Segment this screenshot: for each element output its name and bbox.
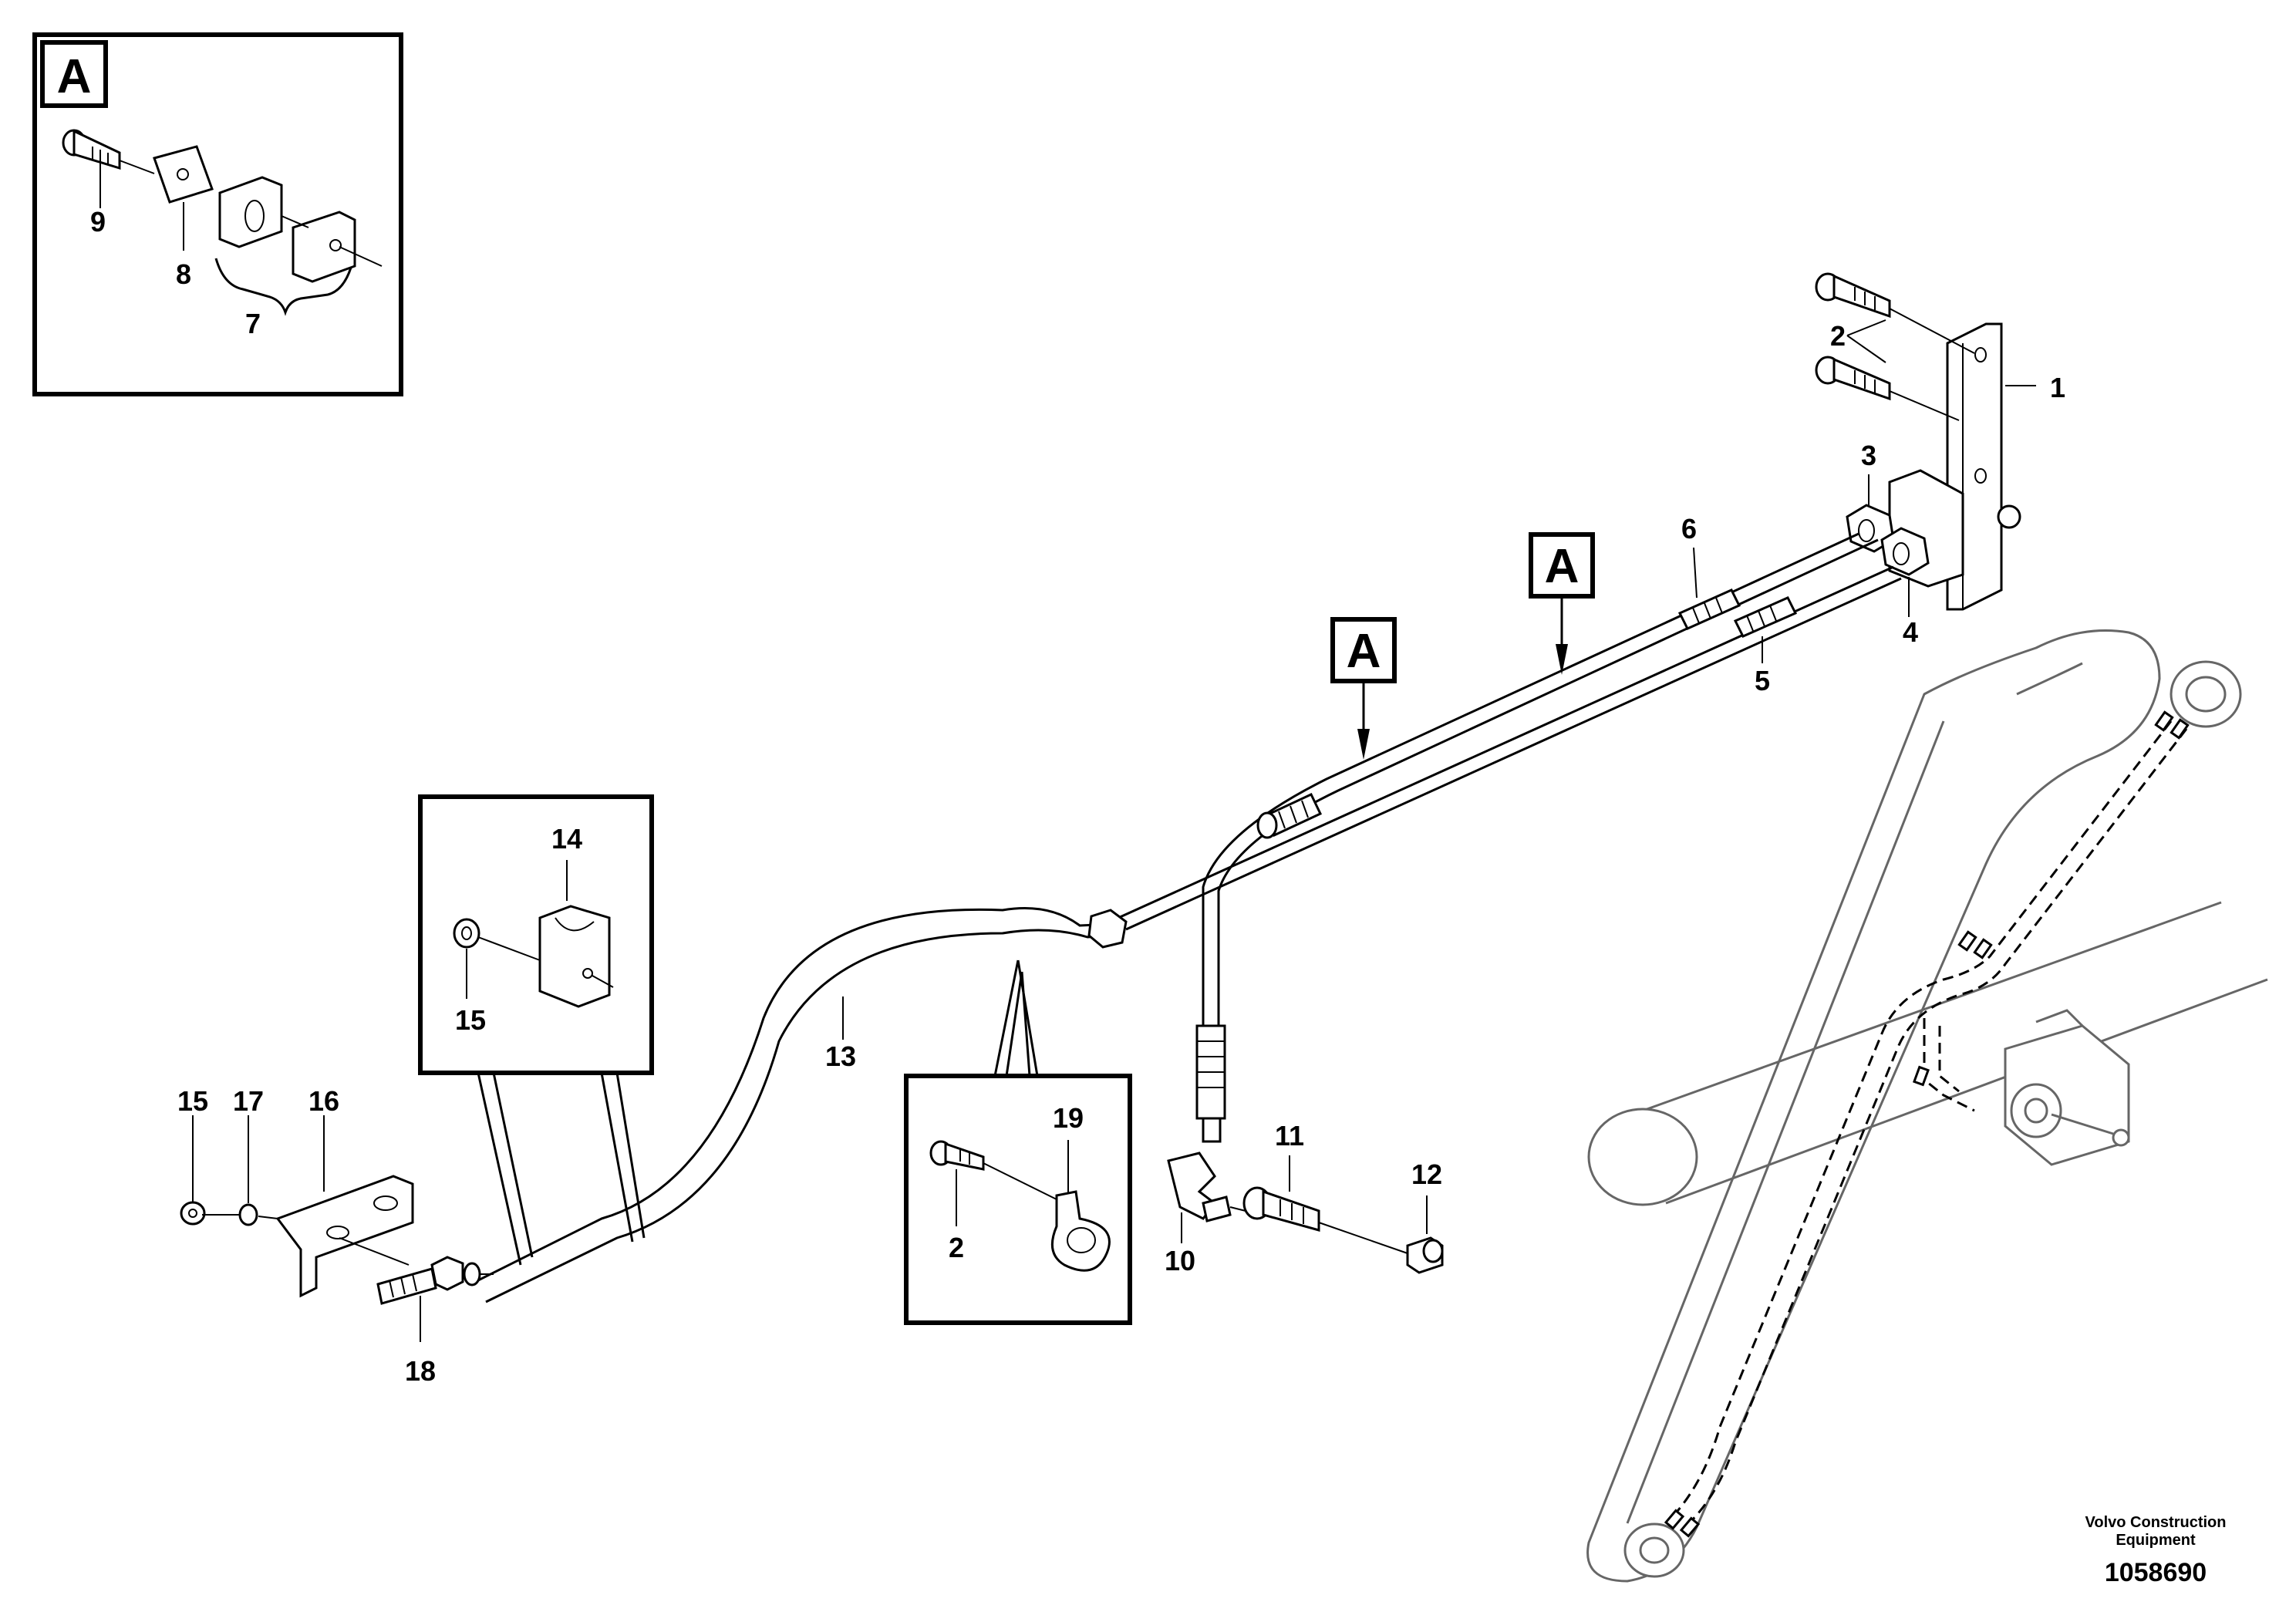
brand-line-1: Volvo Construction [2085, 1514, 2227, 1531]
washer-icon [453, 918, 480, 949]
bolt-icon [1815, 356, 1960, 421]
detail-a-label: A [57, 50, 92, 103]
bolt-icon [929, 1140, 985, 1171]
detail-marker: A [1330, 617, 1397, 760]
callout-3: 3 [1861, 440, 1876, 471]
callout-6: 6 [1681, 513, 1697, 545]
elbow-assembly: 10 11 12 [1165, 1120, 1444, 1276]
callout-15: 15 [177, 1085, 208, 1117]
clamp-half-icon [538, 905, 611, 1008]
clamp-detail-inset: 14 15 [418, 794, 654, 1266]
callout-8: 8 [176, 258, 191, 290]
bolt-icon [62, 129, 155, 174]
hose-lines: 13 A A 6 5 [477, 513, 1902, 1303]
clamp-half-icon [292, 211, 356, 283]
callout-18: 18 [405, 1355, 436, 1387]
callout-9: 9 [90, 206, 106, 238]
callout-15-inset: 15 [455, 1004, 486, 1036]
callout-7: 7 [245, 308, 261, 339]
hose-fitting-5 [1733, 596, 1798, 638]
nut-icon [1880, 527, 1930, 576]
callout-17: 17 [233, 1085, 264, 1117]
callout-19: 19 [1053, 1102, 1084, 1134]
cap-icon [1406, 1236, 1444, 1274]
boom-arm-outline [1586, 629, 2268, 1583]
adapter-fitting-icon [376, 1256, 481, 1305]
brand-line-2: Equipment [2116, 1532, 2196, 1549]
callout-13: 13 [825, 1040, 856, 1072]
callout-2: 2 [1830, 320, 1846, 352]
detail-a-marker-2: A [1545, 540, 1580, 593]
callout-4: 4 [1903, 616, 1918, 648]
detail-a-marker-1: A [1347, 625, 1381, 678]
hose-fitting-mid [1256, 793, 1323, 839]
clamp-half-icon [218, 176, 283, 248]
callout-5: 5 [1755, 665, 1770, 696]
bolt-icon [1815, 272, 1975, 354]
callout-2-inset: 2 [949, 1232, 964, 1263]
hose-end-nut [1087, 909, 1128, 949]
callout-10: 10 [1165, 1245, 1195, 1276]
angle-bracket-icon [275, 1175, 414, 1298]
callout-16: 16 [308, 1085, 339, 1117]
detail-a-inset: A 9 8 7 [32, 32, 403, 396]
lower-left-fittings: 15 17 16 18 [177, 1085, 494, 1387]
callout-12: 12 [1411, 1158, 1442, 1190]
p-clamp-detail-inset: 2 19 [904, 959, 1132, 1325]
elbow-fitting-icon [1167, 1152, 1232, 1222]
drawing-number: 1058690 [2105, 1558, 2207, 1587]
cover-plate-icon [153, 145, 214, 204]
callout-1: 1 [2050, 372, 2065, 403]
callout-11: 11 [1275, 1120, 1304, 1152]
detail-marker: A [1529, 532, 1595, 675]
bracket-assembly: 2 1 3 4 [1815, 272, 2065, 648]
drawing-footer: Volvo Construction Equipment 1058690 [2085, 1514, 2227, 1587]
washer-icon [238, 1203, 258, 1226]
hose-fitting-6 [1677, 588, 1741, 630]
brace-icon [214, 258, 352, 316]
p-clamp-icon [1050, 1190, 1111, 1272]
bolt-icon [1242, 1186, 1320, 1232]
callout-14: 14 [551, 823, 582, 855]
nut-icon [180, 1201, 206, 1226]
